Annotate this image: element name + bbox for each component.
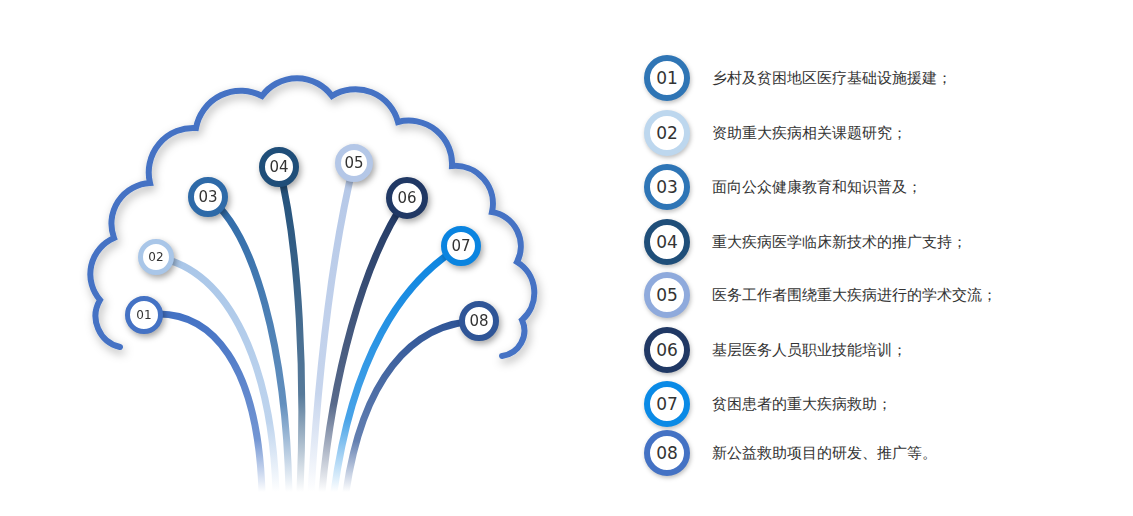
callout-number: 06 (644, 327, 690, 373)
callout-number: 06 (386, 177, 428, 219)
callout-number: 01 (644, 55, 690, 101)
list-item: 02资助重大疾病相关课题研究； (644, 110, 690, 156)
tree-stem (208, 197, 289, 492)
list-item: 03面向公众健康教育和知识普及； (644, 164, 690, 210)
branch-circle: 05 (335, 144, 373, 182)
callout-number: 04 (644, 219, 690, 265)
item-text: 面向公众健康教育和知识普及； (712, 178, 922, 197)
tree-stem (279, 167, 302, 492)
branch-circle: 08 (459, 301, 499, 341)
callout-number: 02 (644, 110, 690, 156)
callout-number: 05 (644, 272, 690, 318)
callout-number: 04 (259, 147, 299, 187)
list-item: 05医务工作者围绕重大疾病进行的学术交流； (644, 272, 690, 318)
item-text: 贫困患者的重大疾病救助； (712, 395, 892, 414)
list-item: 04重大疾病医学临床新技术的推广支持； (644, 219, 690, 265)
callout-number: 03 (188, 177, 228, 217)
branch-circle: 07 (441, 226, 481, 266)
list-item: 01乡村及贫困地区医疗基础设施援建； (644, 55, 690, 101)
list-item: 08新公益救助项目的研发、推广等。 (644, 430, 690, 476)
item-text: 重大疾病医学临床新技术的推广支持； (712, 233, 967, 252)
callout-number: 08 (459, 301, 499, 341)
callout-number: 02 (138, 239, 174, 275)
branch-circle: 02 (138, 239, 174, 275)
callout-number: 08 (644, 430, 690, 476)
callout-number: 03 (644, 164, 690, 210)
branch-circle: 06 (386, 177, 428, 219)
callout-number: 01 (125, 296, 163, 334)
tree-stem (346, 321, 479, 492)
item-text: 医务工作者围绕重大疾病进行的学术交流； (712, 286, 997, 305)
branch-circle: 03 (188, 177, 228, 217)
callout-number: 05 (335, 144, 373, 182)
list-item: 06基层医务人员职业技能培训； (644, 327, 690, 373)
tree-stem (322, 198, 407, 492)
branch-circle: 01 (125, 296, 163, 334)
list-item: 07贫困患者的重大疾病救助； (644, 381, 690, 427)
callout-number: 07 (441, 226, 481, 266)
callout-number: 07 (644, 381, 690, 427)
cloud-outline (90, 78, 534, 356)
tree-stem (311, 163, 354, 492)
item-text: 新公益救助项目的研发、推广等。 (712, 444, 937, 463)
item-text: 资助重大疾病相关课题研究； (712, 124, 907, 143)
item-text: 基层医务人员职业技能培训； (712, 341, 907, 360)
branch-circle: 04 (259, 147, 299, 187)
item-text: 乡村及贫困地区医疗基础设施援建； (712, 69, 952, 88)
